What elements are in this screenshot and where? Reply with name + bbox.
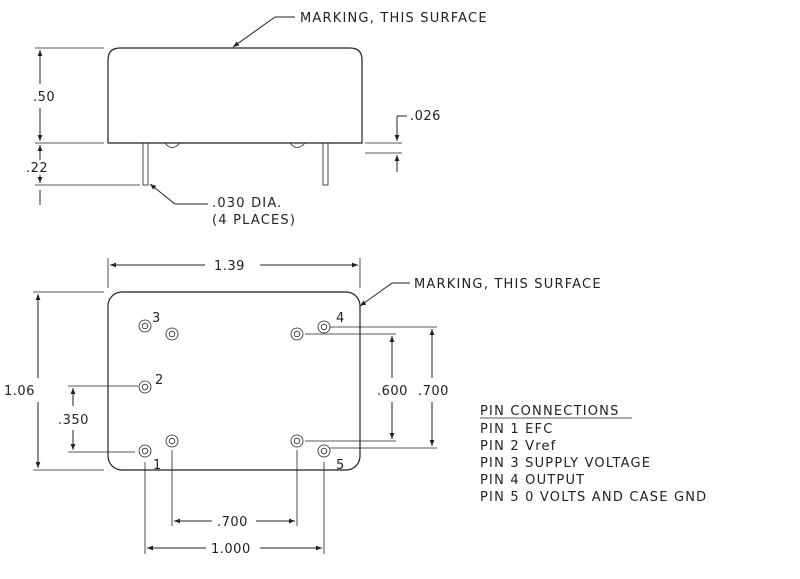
- pin-connection-row: PIN 5 0 VOLTS AND CASE GND: [480, 490, 707, 505]
- pin-label-5: 5: [336, 458, 344, 473]
- pin-1: 1: [138, 444, 161, 473]
- side-view-pin-right: [322, 142, 329, 186]
- pin-4: 4: [317, 311, 344, 334]
- pin-2: 2: [138, 373, 163, 394]
- top-marking-note: MARKING, THIS SURFACE: [414, 277, 602, 292]
- side-marking-note: MARKING, THIS SURFACE: [300, 11, 488, 26]
- side-height-dim: .50: [33, 90, 55, 105]
- pin-connections-title: PIN CONNECTIONS: [480, 404, 620, 419]
- pin-connection-row: PIN 3 SUPPLY VOLTAGE: [480, 456, 651, 471]
- mount-pin-top-left: [165, 327, 179, 341]
- pin-connection-row: PIN 2 Vref: [480, 439, 556, 454]
- mount-pin-bottom-left: [165, 434, 179, 448]
- side-view-body: [107, 47, 363, 144]
- side-standoff-dim: .026: [410, 109, 441, 124]
- pin-count-note: (4 PLACES): [212, 213, 296, 228]
- mount-pin-bottom-right: [290, 434, 304, 448]
- pin-label-3: 3: [152, 311, 160, 326]
- pin-dia-note: .030 DIA.: [212, 196, 283, 211]
- top-pin-offset-dim: .350: [58, 413, 89, 428]
- top-pin-spacing-h1: .700: [217, 515, 248, 530]
- top-view: MARKING, THIS SURFACE 1.39 1.06 .350 .60…: [4, 258, 602, 557]
- pin-connection-row: PIN 4 OUTPUT: [480, 473, 585, 488]
- pin-label-1: 1: [153, 458, 161, 473]
- pin-connections-table: PIN CONNECTIONS PIN 1 EFC PIN 2 Vref PIN…: [480, 404, 707, 505]
- mount-pin-top-right: [290, 327, 304, 341]
- side-view-bump-right: [289, 142, 306, 148]
- pin-label-4: 4: [336, 311, 344, 326]
- pin-connection-row: PIN 1 EFC: [480, 422, 554, 437]
- top-width-dim: 1.39: [214, 259, 245, 274]
- side-view-bump-left: [164, 142, 181, 148]
- side-view-pin-left: [142, 142, 149, 186]
- side-pin-length-dim: .22: [26, 161, 48, 176]
- pin-3: 3: [138, 311, 160, 333]
- top-height-dim: 1.06: [4, 384, 35, 399]
- side-view: MARKING, THIS SURFACE .50 .22 .026 .030 …: [26, 11, 488, 228]
- pin-5: 5: [317, 444, 344, 473]
- top-pin-spacing-h2: 1.000: [211, 542, 251, 557]
- top-pin-spacing-v1: .600: [377, 384, 408, 399]
- top-pin-spacing-v2: .700: [418, 384, 449, 399]
- pin-label-2: 2: [155, 373, 163, 388]
